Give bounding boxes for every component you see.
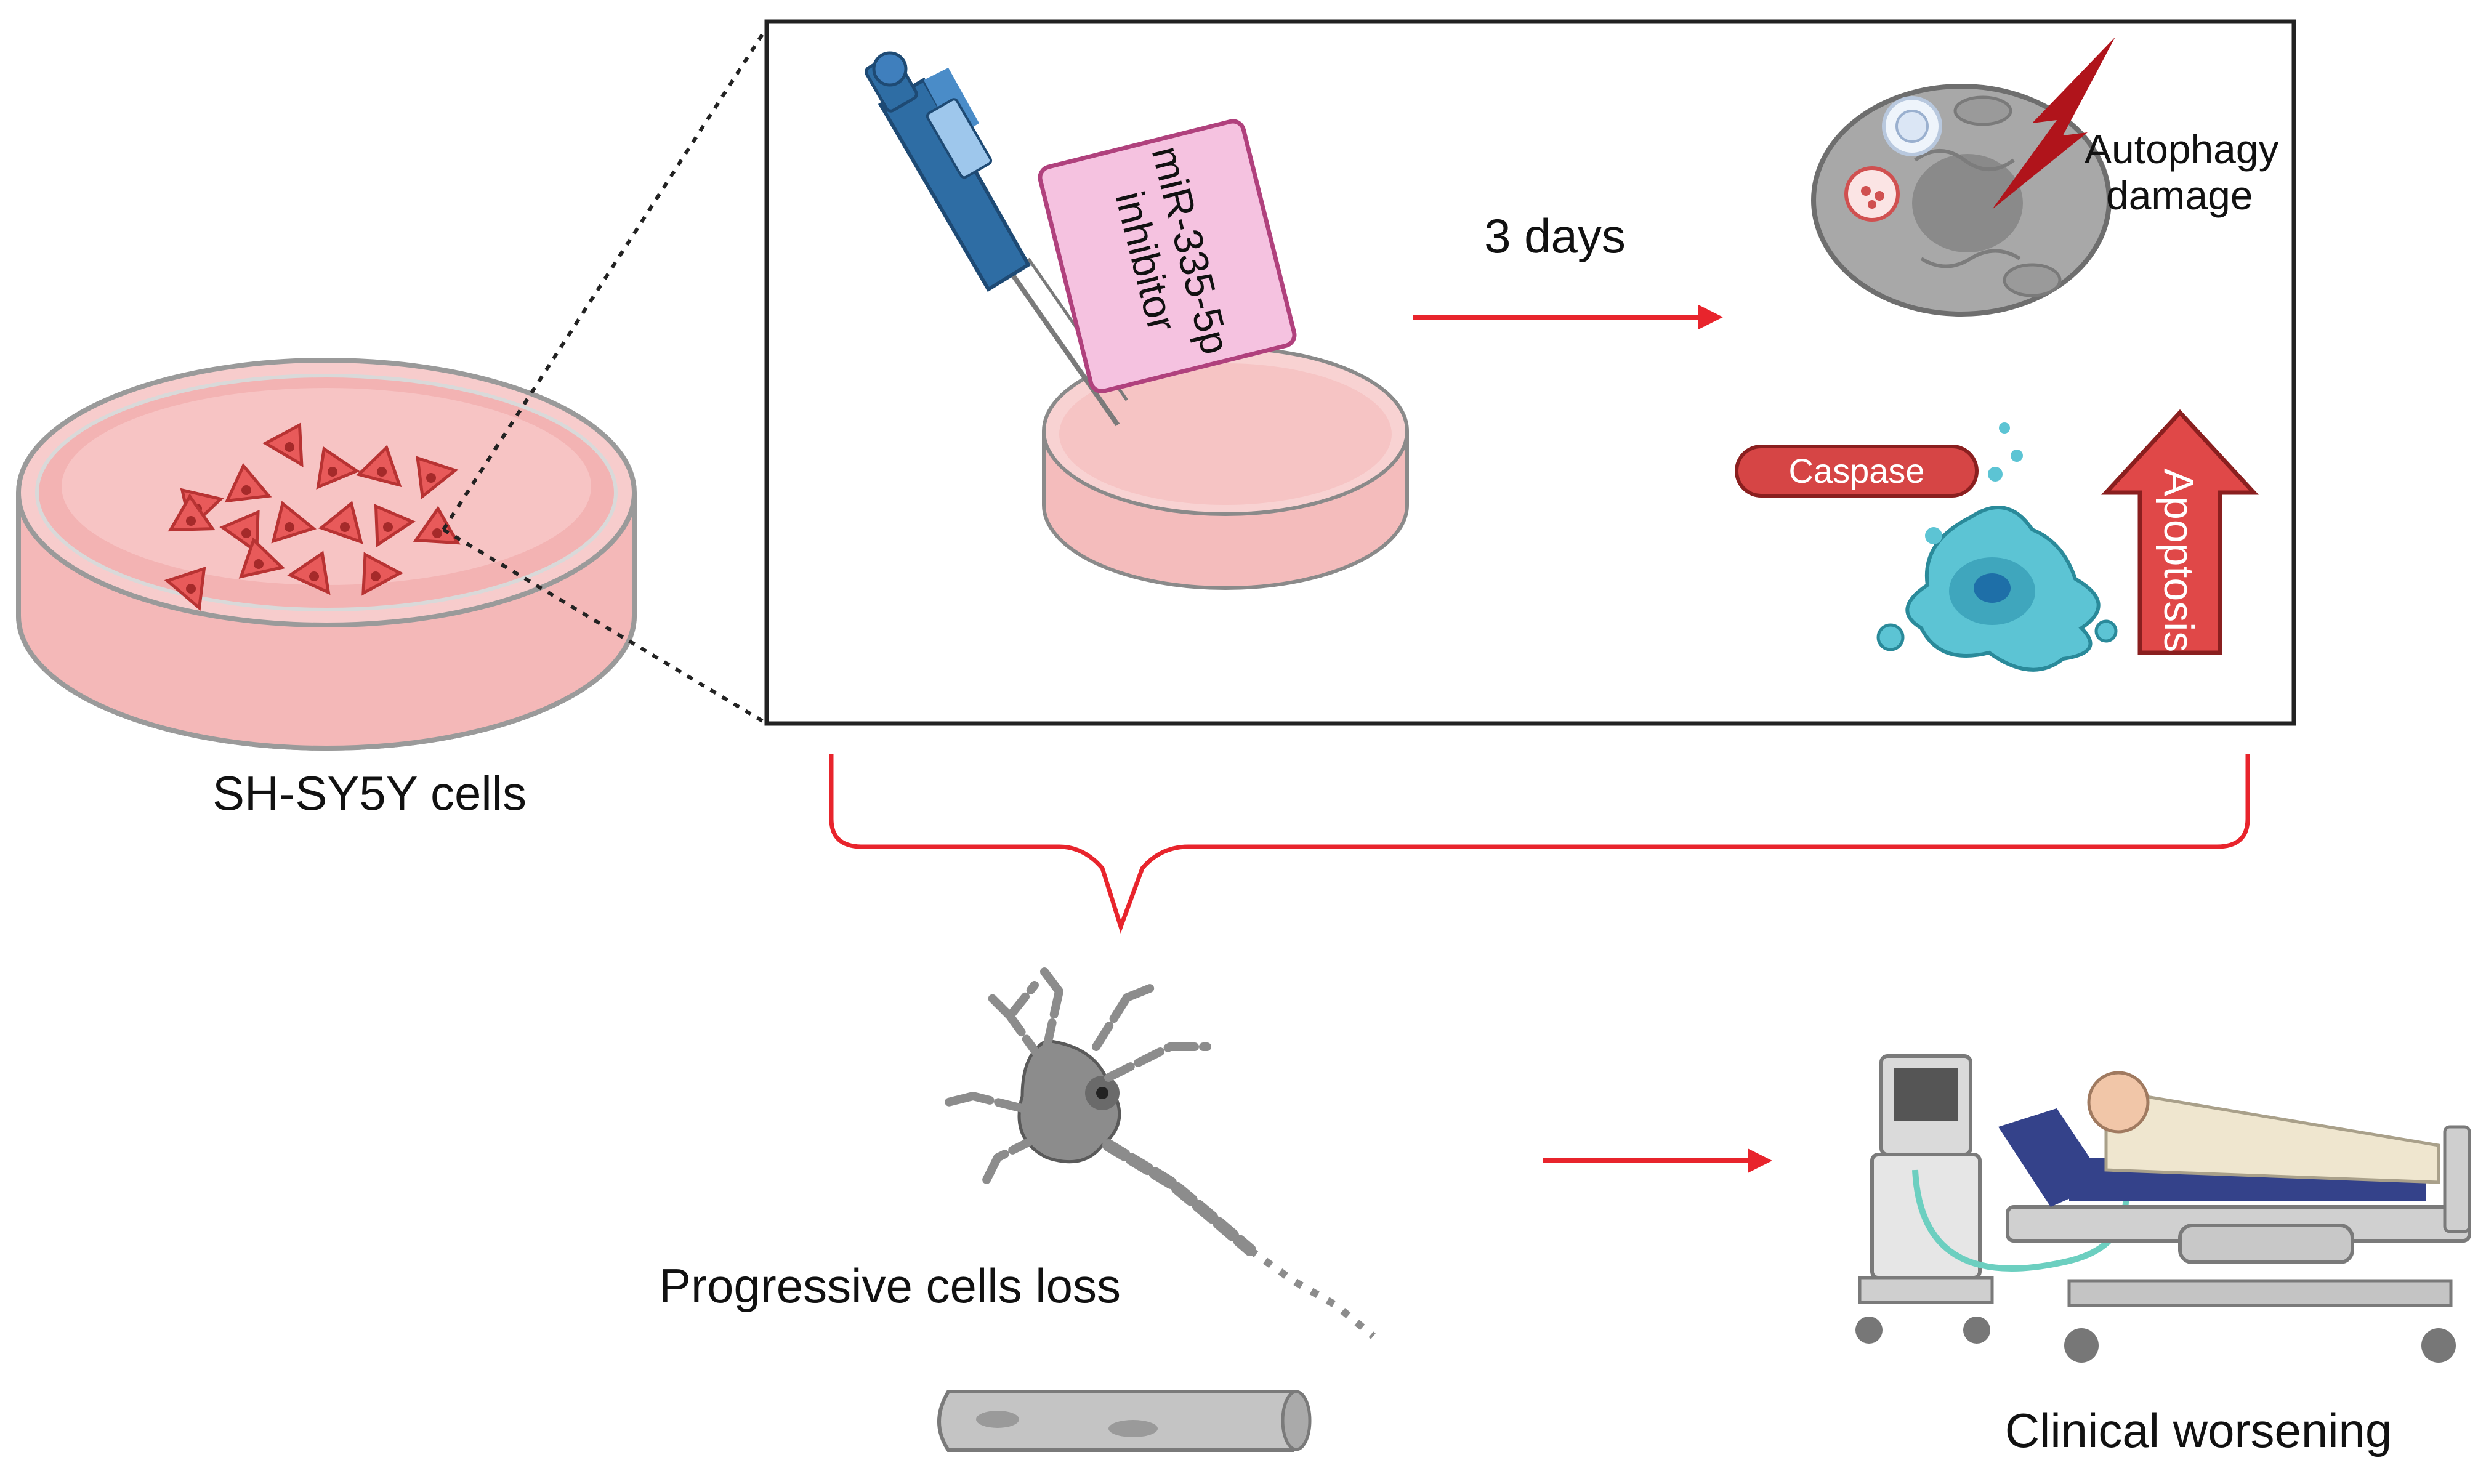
small-petri-dish [1042, 346, 1409, 590]
cultured-cell [287, 550, 331, 595]
autophagy-label-line2: damage [2106, 172, 2253, 218]
apoptotic-cell-icon [1876, 422, 2118, 672]
degenerating-neuron-icon [944, 962, 1376, 1339]
cell-loss-label: Progressive cells loss [659, 1259, 1121, 1313]
cultured-cell [355, 445, 402, 488]
cultured-cell [262, 422, 304, 467]
apoptosis-up-arrow: Apoptosis [2101, 409, 2259, 655]
cultured-cell [416, 456, 459, 499]
cultured-cell [224, 462, 272, 503]
cell-line-label: SH-SY5Y cells [212, 766, 527, 820]
autophagy-label-line1: Autophagy [2085, 126, 2279, 172]
ventilator-icon [1855, 1054, 2129, 1344]
large-petri-dish [16, 358, 637, 751]
cultured-cell [374, 504, 416, 548]
cultured-cell [271, 501, 317, 544]
muscle-fiber-icon [937, 1390, 1312, 1452]
lightning-damage-icon [1992, 37, 2115, 209]
duration-label: 3 days [1484, 209, 1626, 263]
cultured-cell [167, 493, 216, 532]
cultured-cell [361, 552, 403, 596]
hospital-bed-icon [1998, 1071, 2471, 1363]
cultured-cell [164, 566, 206, 611]
cell-autophagy-icon [1811, 84, 2112, 317]
caspase-label: Caspase [1788, 451, 1924, 490]
apoptosis-label: Apoptosis [2155, 469, 2202, 653]
outcome-label: Clinical worsening [2005, 1403, 2392, 1458]
cultured-cell [219, 509, 260, 555]
inhibitor-label-card: miR-335-5p inhibitor [1038, 119, 1297, 393]
cultured-cell [316, 446, 360, 490]
cultured-cells-group [164, 422, 461, 611]
convergence-bracket [829, 754, 2250, 934]
zoom-line-top [442, 26, 769, 531]
caspase-badge: Caspase [1735, 445, 1979, 498]
cultured-cell [318, 501, 363, 544]
cultured-cell [238, 537, 286, 579]
zoom-line-bottom [442, 528, 768, 725]
